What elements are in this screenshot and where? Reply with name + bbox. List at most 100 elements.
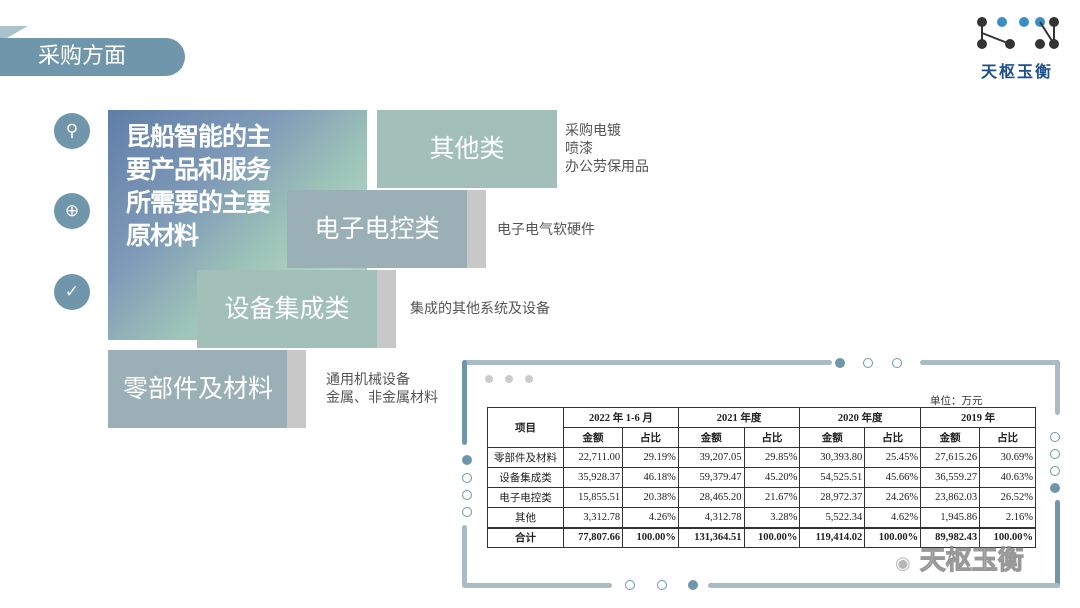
- frame-dot: [462, 473, 472, 483]
- table-cell: 45.66%: [864, 467, 922, 488]
- frame-dot: [462, 490, 472, 500]
- frame-line: [462, 360, 832, 365]
- row-label: 其他: [487, 507, 564, 528]
- table-cell: 3,312.78: [562, 507, 624, 528]
- frame-dot: [1050, 432, 1060, 442]
- logo: 天枢玉衡: [972, 14, 1062, 81]
- table-cell: 59,379.47: [677, 467, 745, 488]
- table-cell: 1,945.86: [920, 507, 981, 528]
- header-ratio: 占比: [864, 427, 922, 448]
- header-period: 2020 年度: [799, 407, 922, 428]
- frame-dot: [1050, 449, 1060, 459]
- frame-dot: [863, 358, 873, 368]
- desc-line: 办公劳保用品: [565, 159, 649, 175]
- frame-dot: [835, 358, 845, 368]
- logo-text: 天枢玉衡: [980, 62, 1053, 81]
- category-parts-desc: 通用机械设备 金属、非金属材料: [326, 371, 438, 407]
- page-title: 采购方面: [0, 38, 185, 76]
- frame-line: [462, 583, 612, 588]
- header-period: 2022 年 1-6 月: [563, 407, 679, 428]
- table-cell: 131,364.51: [677, 526, 745, 548]
- desc-line: 喷漆: [565, 141, 593, 157]
- header-item: 项目: [487, 407, 564, 448]
- divider-bar: [287, 350, 306, 428]
- table-cell: 28,972.37: [799, 487, 866, 508]
- table-cell: 54,525.51: [799, 467, 866, 488]
- category-parts: 零部件及材料: [108, 350, 288, 428]
- wechat-icon: ◉: [895, 553, 911, 574]
- frame-line: [462, 525, 467, 587]
- divider-bar: [377, 270, 396, 348]
- search-icon[interactable]: ⚲: [54, 113, 90, 149]
- table-cell: 100.00%: [979, 526, 1036, 548]
- plus-icon[interactable]: ⊕: [54, 193, 90, 229]
- table-cell: 25.45%: [864, 447, 922, 468]
- table-cell: 77,807.66: [562, 526, 624, 548]
- category-electronic-desc: 电子电气软硬件: [497, 222, 595, 238]
- frame-line: [708, 583, 1060, 588]
- table-cell: 119,414.02: [799, 526, 866, 548]
- table-cell: 20.38%: [622, 487, 679, 508]
- unit-label: 单位：万元: [930, 396, 983, 407]
- table-cell: 40.63%: [979, 467, 1036, 488]
- table-cell: 23,862.03: [920, 487, 981, 508]
- watermark-text: 天枢玉衡: [919, 546, 1024, 577]
- frame-dot: [1050, 483, 1060, 493]
- row-label: 零部件及材料: [487, 447, 564, 468]
- header-amount: 金额: [562, 427, 624, 448]
- header-ratio: 占比: [743, 427, 801, 448]
- table-cell: 21.67%: [743, 487, 801, 508]
- table-cell: 27,615.26: [920, 447, 981, 468]
- frame-dot: [462, 507, 472, 517]
- table-cell: 26.52%: [979, 487, 1036, 508]
- table-cell: 4.62%: [864, 507, 922, 528]
- header-ratio: 占比: [979, 427, 1036, 448]
- table-cell: 2.16%: [979, 507, 1036, 528]
- row-label: 电子电控类: [487, 487, 564, 508]
- frame-dot: [892, 358, 902, 368]
- frame-dot: [625, 580, 635, 590]
- category-equipment-desc: 集成的其他系统及设备: [410, 301, 550, 317]
- frame-dot: [1050, 466, 1060, 476]
- watermark: ◉ 天枢玉衡: [895, 540, 1024, 577]
- table-cell: 28,465.20: [677, 487, 745, 508]
- table-cell: 3.28%: [743, 507, 801, 528]
- table-cell: 5,522.34: [799, 507, 866, 528]
- header-amount: 金额: [799, 427, 866, 448]
- table-cell: 89,982.43: [920, 526, 981, 548]
- table-cell: 15,855.51: [562, 487, 624, 508]
- header-ratio: 占比: [622, 427, 679, 448]
- desc-line: 通用机械设备: [326, 372, 410, 388]
- table-cell: 100.00%: [622, 526, 679, 548]
- table-cell: 35,928.37: [562, 467, 624, 488]
- table-cell: 30.69%: [979, 447, 1036, 468]
- category-equipment: 设备集成类: [197, 270, 377, 348]
- header-amount: 金额: [677, 427, 745, 448]
- table-cell: 4.26%: [622, 507, 679, 528]
- category-other: 其他类: [377, 110, 557, 188]
- intro-text: 昆船智能的主要产品和服务所需要的主要原材料: [126, 122, 271, 250]
- category-electronic: 电子电控类: [287, 190, 467, 268]
- frame-dot: [462, 455, 472, 465]
- row-label: 设备集成类: [487, 467, 564, 488]
- check-icon[interactable]: ✓: [54, 274, 90, 310]
- frame-line: [920, 360, 1060, 365]
- frame-dot: [688, 580, 698, 590]
- header-period: 2019 年: [920, 407, 1036, 428]
- frame-line: [1055, 500, 1060, 588]
- table-cell: 29.19%: [622, 447, 679, 468]
- table-cell: 39,207.05: [677, 447, 745, 468]
- table-cell: 100.00%: [743, 526, 801, 548]
- desc-line: 金属、非金属材料: [326, 390, 438, 406]
- header-period: 2021 年度: [677, 407, 801, 428]
- table-cell: 46.18%: [622, 467, 679, 488]
- header-amount: 金额: [920, 427, 981, 448]
- table-cell: 30,393.80: [799, 447, 866, 468]
- desc-line: 采购电镀: [565, 123, 621, 139]
- table-cell: 45.20%: [743, 467, 801, 488]
- table-cell: 29.85%: [743, 447, 801, 468]
